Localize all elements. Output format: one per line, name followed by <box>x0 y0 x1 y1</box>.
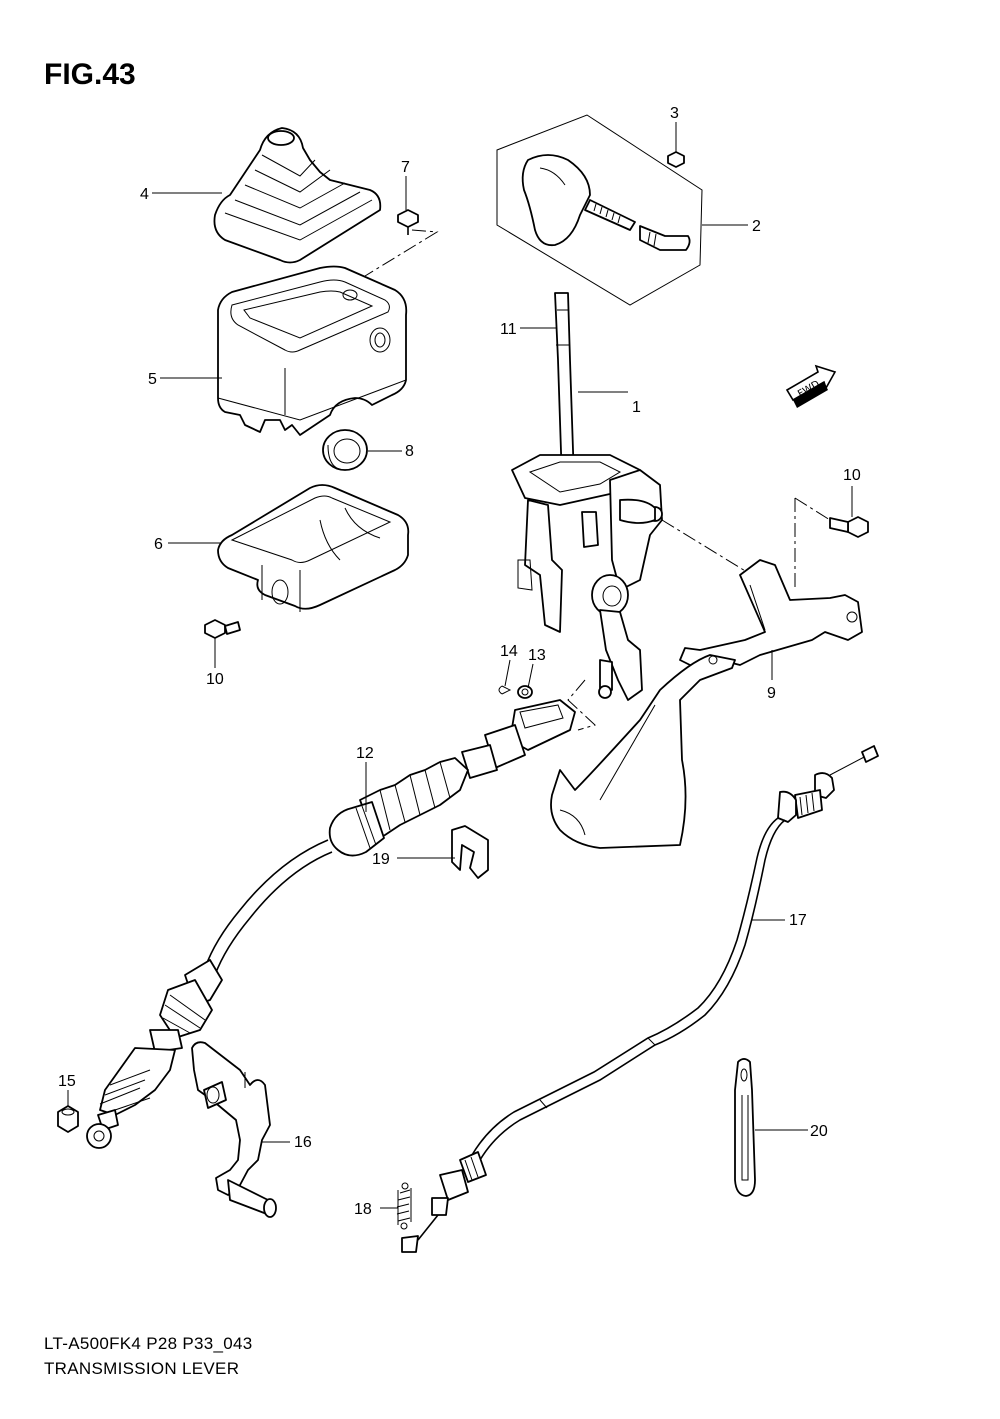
callout-3: 3 <box>670 105 679 122</box>
callout-17: 17 <box>789 912 807 929</box>
callout-4: 4 <box>140 186 149 203</box>
part-1-shifter-base <box>511 454 761 701</box>
callout-10-right: 10 <box>843 467 861 484</box>
part-19-clip <box>451 825 489 879</box>
part-20-strap <box>734 1058 756 1197</box>
callout-15: 15 <box>58 1073 76 1090</box>
callout-12: 12 <box>356 745 374 762</box>
part-6-lower-cover <box>217 484 410 612</box>
part-7-screw <box>364 209 439 277</box>
callout-5: 5 <box>148 371 157 388</box>
part-10-bolt-left <box>204 619 241 639</box>
callout-2: 2 <box>752 218 761 235</box>
model-code: LT-A500FK4 P28 P33_043 <box>44 1334 253 1353</box>
part-3-nut <box>667 151 685 168</box>
callout-19: 19 <box>372 851 390 868</box>
callout-13: 13 <box>528 647 546 664</box>
part-4-boot <box>213 127 382 264</box>
part-2-knob-assembly <box>496 114 703 306</box>
part-11-lever-rod <box>554 292 575 483</box>
part-5-cover <box>217 265 408 436</box>
figure-title: FIG.43 <box>44 58 136 91</box>
part-18-spring <box>396 1182 412 1230</box>
callout-16: 16 <box>294 1134 312 1151</box>
section-title: TRANSMISSION LEVER <box>44 1359 240 1378</box>
part-13-washer <box>517 685 533 699</box>
callout-20: 20 <box>810 1123 828 1140</box>
fwd-arrow: FWD <box>785 364 837 408</box>
callout-11: 11 <box>500 321 517 338</box>
part-8-grommet <box>322 429 368 471</box>
callout-14: 14 <box>500 643 518 660</box>
callout-18: 18 <box>354 1201 372 1218</box>
callout-numbers: 1 2 3 4 5 6 7 8 9 10 10 11 12 13 14 15 1… <box>58 105 861 1218</box>
callout-7: 7 <box>401 159 410 176</box>
part-9-bracket <box>550 497 863 849</box>
callout-1: 1 <box>632 399 641 416</box>
part-16-arm <box>191 1041 277 1218</box>
callout-9: 9 <box>767 685 776 702</box>
part-17-cable <box>401 745 879 1253</box>
callout-10-left: 10 <box>206 671 224 688</box>
callout-6: 6 <box>154 536 163 553</box>
part-14-clip <box>498 685 512 695</box>
part-12-shift-cable <box>86 679 596 1149</box>
callout-leaders <box>67 122 853 1209</box>
callout-8: 8 <box>405 443 414 460</box>
part-10-bolt-right <box>829 516 869 538</box>
part-15-nut <box>57 1105 79 1133</box>
